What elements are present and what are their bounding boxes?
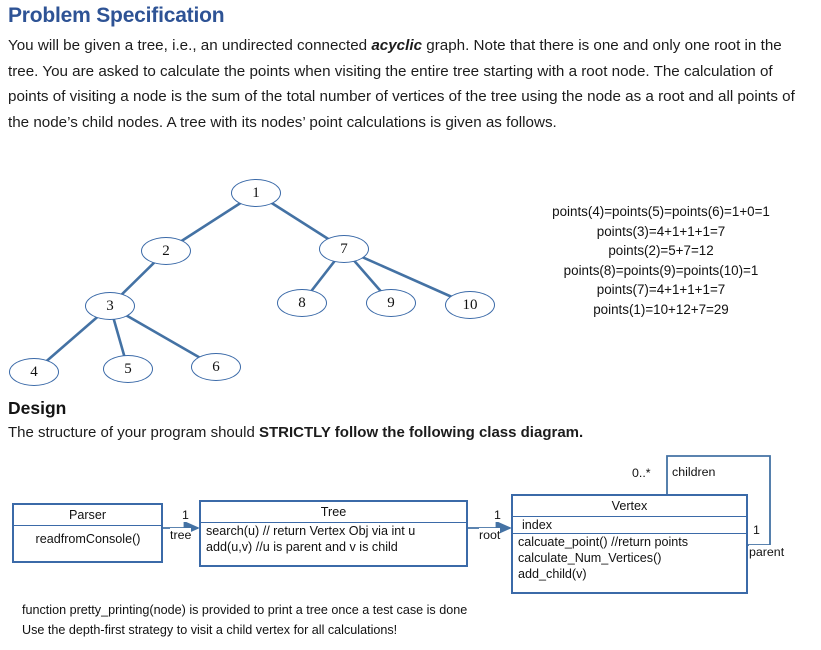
assoc-label-parent-mult: 1 — [753, 523, 760, 537]
tree-node-8[interactable]: 8 — [277, 289, 327, 317]
class-member-tree-0: search(u) // return Vertex Obj via int u — [206, 524, 416, 538]
class-title-vertex: Vertex — [513, 496, 746, 517]
tree-node-3[interactable]: 3 — [85, 292, 135, 320]
class-member-tree-1: add(u,v) //u is parent and v is child — [206, 540, 398, 554]
tree-node-10[interactable]: 10 — [445, 291, 495, 319]
tree-node-2[interactable]: 2 — [141, 237, 191, 265]
tree-node-label: 9 — [387, 294, 395, 311]
class-method-vertex-2: add_child(v) — [518, 567, 587, 581]
assoc-label-parser-tree-role: tree — [170, 528, 192, 542]
assoc-label-parser-tree-mult: 1 — [182, 508, 189, 522]
tree-node-4[interactable]: 4 — [9, 358, 59, 386]
tree-node-9[interactable]: 9 — [366, 289, 416, 317]
class-box-parser[interactable]: Parser readfromConsole() — [12, 503, 163, 563]
class-box-vertex[interactable]: Vertex index calcuate_point() //return p… — [511, 494, 748, 594]
tree-node-label: 1 — [252, 184, 260, 201]
assoc-label-parent-role: parent — [749, 545, 785, 559]
tree-node-label: 2 — [162, 242, 170, 259]
design-text-part1: The structure of your program should — [8, 424, 259, 441]
tree-diagram: 1 2 3 4 5 6 7 8 9 10 — [0, 170, 510, 395]
design-strong: STRICTLY follow the following class diag… — [258, 424, 584, 441]
tree-node-1[interactable]: 1 — [231, 179, 281, 207]
class-method-vertex-0: calcuate_point() //return points — [518, 535, 689, 549]
tree-node-6[interactable]: 6 — [191, 353, 241, 381]
spec-emphasis-acyclic: acyclic — [371, 37, 423, 54]
class-title-parser: Parser — [14, 505, 161, 526]
class-attribute-vertex-0: index — [513, 517, 746, 534]
footer-note-line: function pretty_printing(node) is provid… — [22, 603, 468, 617]
assoc-label-children-role: children — [672, 465, 716, 479]
class-box-tree[interactable]: Tree search(u) // return Vertex Obj via … — [199, 500, 468, 567]
footer-note-line: Use the depth-first strategy to visit a … — [22, 623, 398, 637]
points-equation-line: points(8)=points(9)=points(10)=1 — [563, 262, 759, 278]
design-subtitle: The structure of your program should STR… — [8, 422, 583, 444]
points-equation-line: points(7)=4+1+1+1=7 — [596, 282, 726, 298]
tree-node-label: 3 — [106, 297, 114, 314]
points-equation-line: points(1)=10+12+7=29 — [593, 301, 729, 317]
class-member-parser-0: readfromConsole() — [35, 532, 141, 546]
assoc-label-tree-vertex-mult: 1 — [494, 508, 501, 522]
spec-paragraph: You will be given a tree, i.e., an undir… — [8, 33, 814, 135]
tree-node-label: 10 — [462, 296, 478, 313]
class-method-vertex-1: calculate_Num_Vertices() — [518, 551, 662, 565]
assoc-label-children-mult: 0..* — [632, 466, 651, 480]
tree-node-label: 8 — [298, 294, 306, 311]
tree-node-label: 4 — [30, 363, 38, 380]
points-equations: points(4)=points(5)=points(6)=1+0=1 point… — [505, 202, 817, 320]
footer-notes: function pretty_printing(node) is provid… — [22, 600, 722, 640]
points-equation-line: points(4)=points(5)=points(6)=1+0=1 — [552, 204, 770, 219]
page-title: Problem Specification — [8, 4, 225, 27]
points-equation-line: points(2)=5+7=12 — [608, 243, 714, 259]
spec-text-part1: You will be given a tree, i.e., an undir… — [8, 37, 372, 54]
class-diagram: Parser readfromConsole() Tree search(u) … — [0, 450, 821, 600]
assoc-label-tree-vertex-role: root — [479, 528, 501, 542]
tree-node-label: 6 — [212, 358, 220, 375]
design-title: Design — [8, 398, 67, 418]
points-equation-line: points(3)=4+1+1+1=7 — [596, 223, 726, 239]
tree-node-label: 5 — [124, 360, 132, 377]
class-title-tree: Tree — [201, 502, 466, 523]
tree-node-7[interactable]: 7 — [319, 235, 369, 263]
spec-text-part2: graph. Note that there is one and only o… — [8, 37, 795, 131]
tree-node-5[interactable]: 5 — [103, 355, 153, 383]
tree-node-label: 7 — [340, 240, 348, 257]
